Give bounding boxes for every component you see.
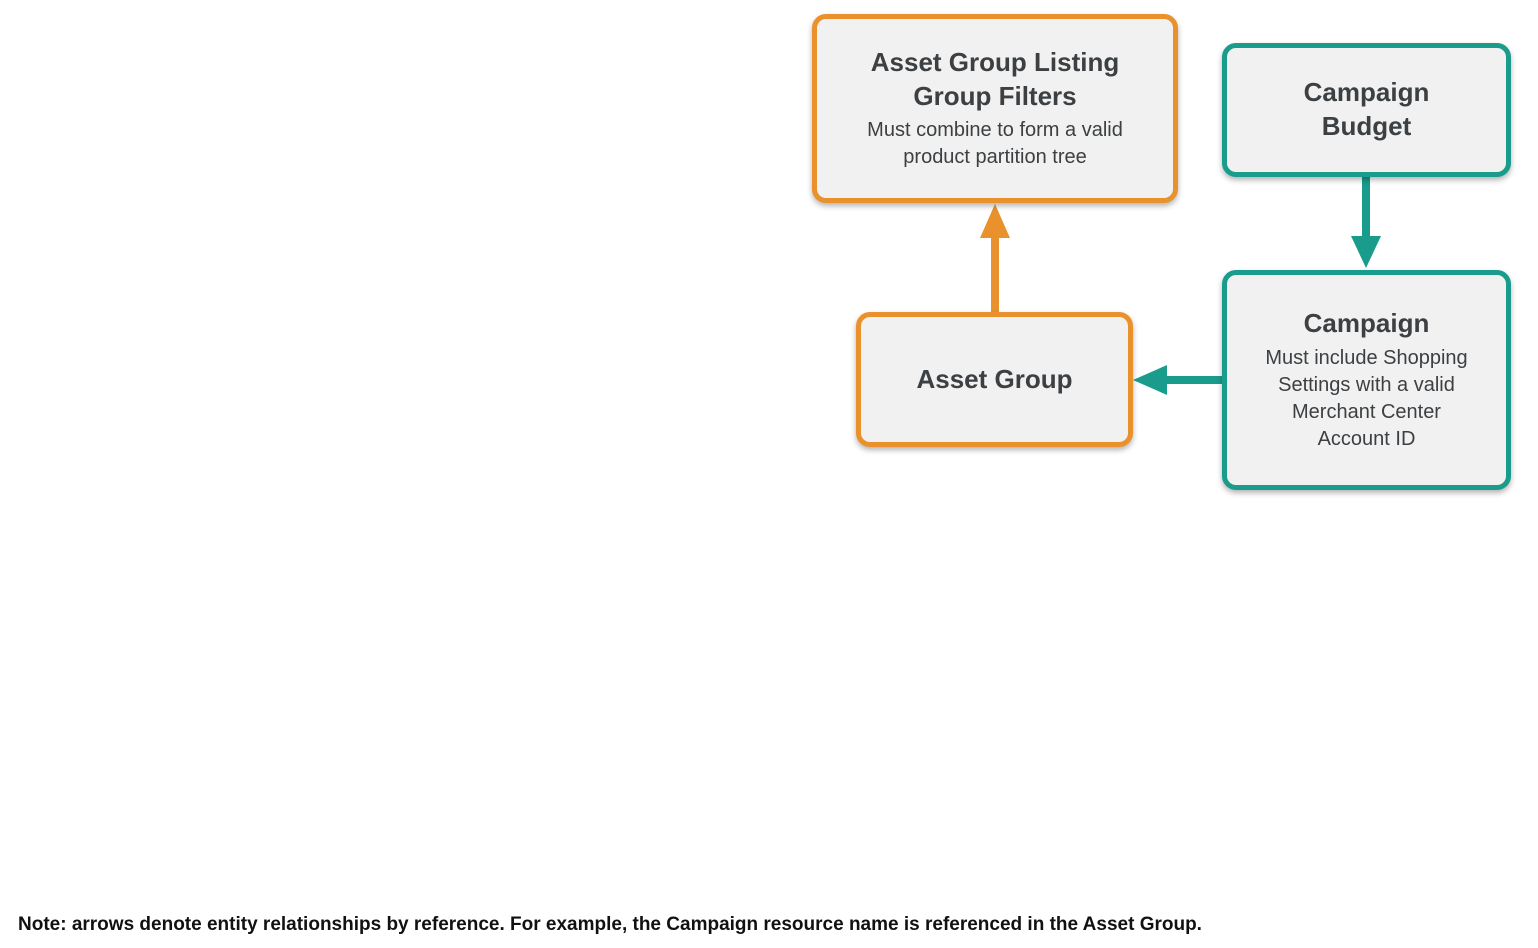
arrow-campaign-budget-to-campaign [1351,177,1381,268]
node-campaign: Campaign Must include Shopping Settings … [1222,270,1511,490]
node-subtitle: Must include Shopping Settings with a va… [1265,346,1468,450]
footnote: Note: arrows denote entity relationships… [18,914,1202,935]
node-asset-group: Asset Group [856,312,1133,447]
node-asset-group-listing-group-filters: Asset Group Listing Group Filters Must c… [812,14,1178,203]
arrow-campaign-to-asset-group [1133,365,1222,395]
node-subtitle: Must combine to form a valid product par… [867,119,1123,169]
node-title: Asset Group [916,363,1073,394]
arrow-asset-group-to-listing-filters [980,204,1010,312]
node-title: Campaign Budget [1303,77,1430,141]
node-campaign-budget: Campaign Budget [1222,43,1511,177]
node-title: Asset Group Listing Group Filters [870,46,1120,111]
node-title: Campaign [1303,308,1430,339]
